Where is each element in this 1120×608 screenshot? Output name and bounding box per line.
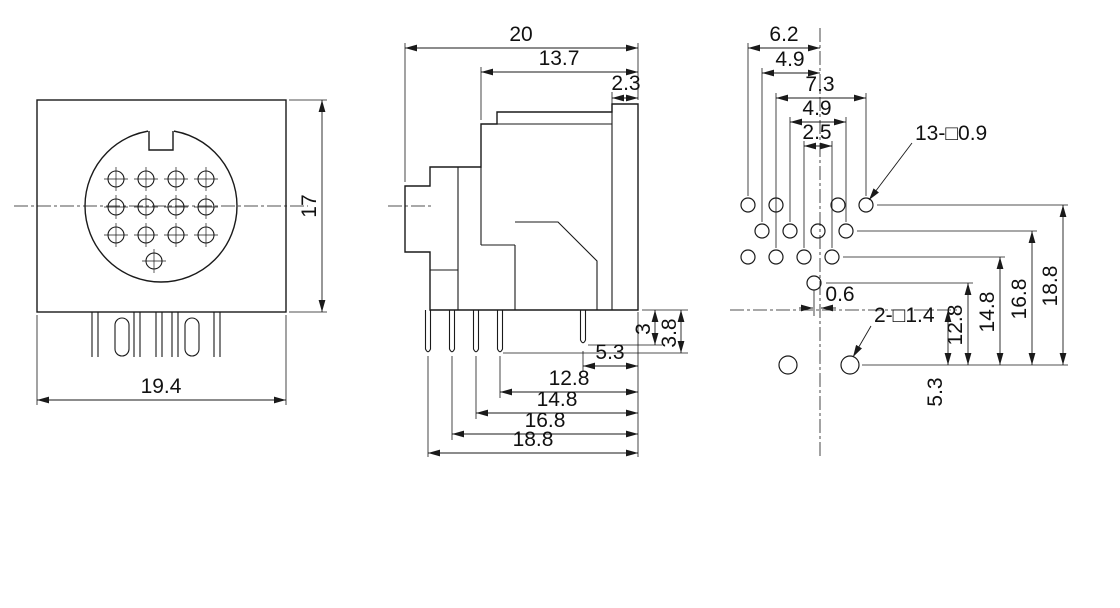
dim-row-4: 18.8 bbox=[1039, 266, 1062, 307]
pin-lead bbox=[472, 310, 480, 353]
dim-row-2: 14.8 bbox=[976, 292, 999, 333]
pin-symbol bbox=[193, 166, 219, 192]
pin-hole bbox=[806, 275, 822, 291]
pin-hole bbox=[754, 223, 770, 239]
pin-hole bbox=[782, 223, 798, 239]
dim-front-width: 19.4 bbox=[141, 375, 182, 398]
dim-col-2: 4.9 bbox=[775, 48, 804, 71]
dim-col-5: 2.5 bbox=[802, 121, 831, 144]
extension-lines bbox=[747, 43, 1068, 366]
pin-hole bbox=[830, 197, 846, 213]
extension-lines bbox=[36, 99, 327, 405]
dim-pin-offset-3: 14.8 bbox=[537, 388, 578, 411]
mount-hole bbox=[778, 355, 798, 375]
dim-pin-long: 3.8 bbox=[658, 318, 681, 347]
side-pins bbox=[424, 310, 587, 353]
pin-hole bbox=[796, 249, 812, 265]
key-notch bbox=[148, 131, 174, 151]
pin-array bbox=[103, 166, 219, 274]
side-view: 20 13.7 2.3 3 3.8 5.3 12.8 14.8 16.8 18.… bbox=[388, 23, 688, 457]
dim-pin-offset-4: 16.8 bbox=[525, 409, 566, 432]
mount-post bbox=[184, 317, 200, 357]
pin-symbol bbox=[133, 222, 159, 248]
pin-symbol bbox=[133, 194, 159, 220]
pin-symbol bbox=[163, 166, 189, 192]
dim-pin-short: 3 bbox=[632, 323, 655, 335]
dim-col-3: 7.3 bbox=[805, 73, 834, 96]
dim-pin-offset-5: 18.8 bbox=[513, 428, 554, 451]
dim-row-3: 16.8 bbox=[1008, 279, 1031, 320]
pin-lead bbox=[448, 310, 456, 353]
pin-hole-leader bbox=[868, 142, 913, 201]
mount-hole-leader bbox=[852, 325, 872, 358]
pin-hole bbox=[740, 249, 756, 265]
dim-pin-offset-1: 5.3 bbox=[595, 341, 624, 364]
pin-lead bbox=[424, 310, 432, 353]
pin-symbol bbox=[141, 248, 167, 274]
dim-body-depth: 13.7 bbox=[539, 47, 580, 70]
pin-hole bbox=[810, 223, 826, 239]
pin-symbol bbox=[103, 222, 129, 248]
pin-hole bbox=[858, 197, 874, 213]
mount-hole bbox=[840, 355, 860, 375]
dim-row-1: 12.8 bbox=[944, 305, 967, 346]
pin-hole bbox=[768, 249, 784, 265]
pin-symbol bbox=[163, 222, 189, 248]
pin-holes bbox=[740, 197, 874, 291]
pin-symbol bbox=[103, 194, 129, 220]
extension-lines bbox=[404, 43, 688, 457]
pin-hole-label: 13-□0.9 bbox=[915, 122, 987, 145]
side-internal-lines bbox=[430, 104, 613, 310]
pin-symbol bbox=[193, 194, 219, 220]
mount-hole-label: 2-□1.4 bbox=[874, 304, 935, 327]
dim-col-4: 4.9 bbox=[802, 97, 831, 120]
dim-col-1: 6.2 bbox=[769, 23, 798, 46]
dim-overall-width: 20 bbox=[509, 23, 532, 46]
key-notch-mask bbox=[148, 125, 174, 150]
pin-lead bbox=[579, 310, 587, 344]
pin-hole bbox=[824, 249, 840, 265]
pin-hole bbox=[740, 197, 756, 213]
pin-symbol bbox=[163, 194, 189, 220]
pin-leads bbox=[91, 312, 221, 357]
pin-symbol bbox=[103, 166, 129, 192]
mount-holes bbox=[778, 355, 860, 375]
footprint-view: 6.2 4.9 7.3 4.9 2.5 13-□0.9 2-□1.4 0.6 1… bbox=[730, 23, 1068, 456]
dim-mount-row: 5.3 bbox=[924, 377, 947, 406]
dim-center-offset: 0.6 bbox=[825, 283, 854, 306]
dim-front-height: 17 bbox=[298, 194, 321, 217]
pin-symbol bbox=[133, 166, 159, 192]
pin-hole bbox=[838, 223, 854, 239]
dim-flange-thickness: 2.3 bbox=[611, 72, 640, 95]
side-body-outline bbox=[404, 103, 639, 311]
mount-post bbox=[114, 317, 130, 357]
front-view: 19.4 17 bbox=[14, 99, 327, 405]
pin-lead bbox=[496, 310, 504, 353]
dim-pin-offset-2: 12.8 bbox=[549, 367, 590, 390]
pin-symbol bbox=[193, 222, 219, 248]
